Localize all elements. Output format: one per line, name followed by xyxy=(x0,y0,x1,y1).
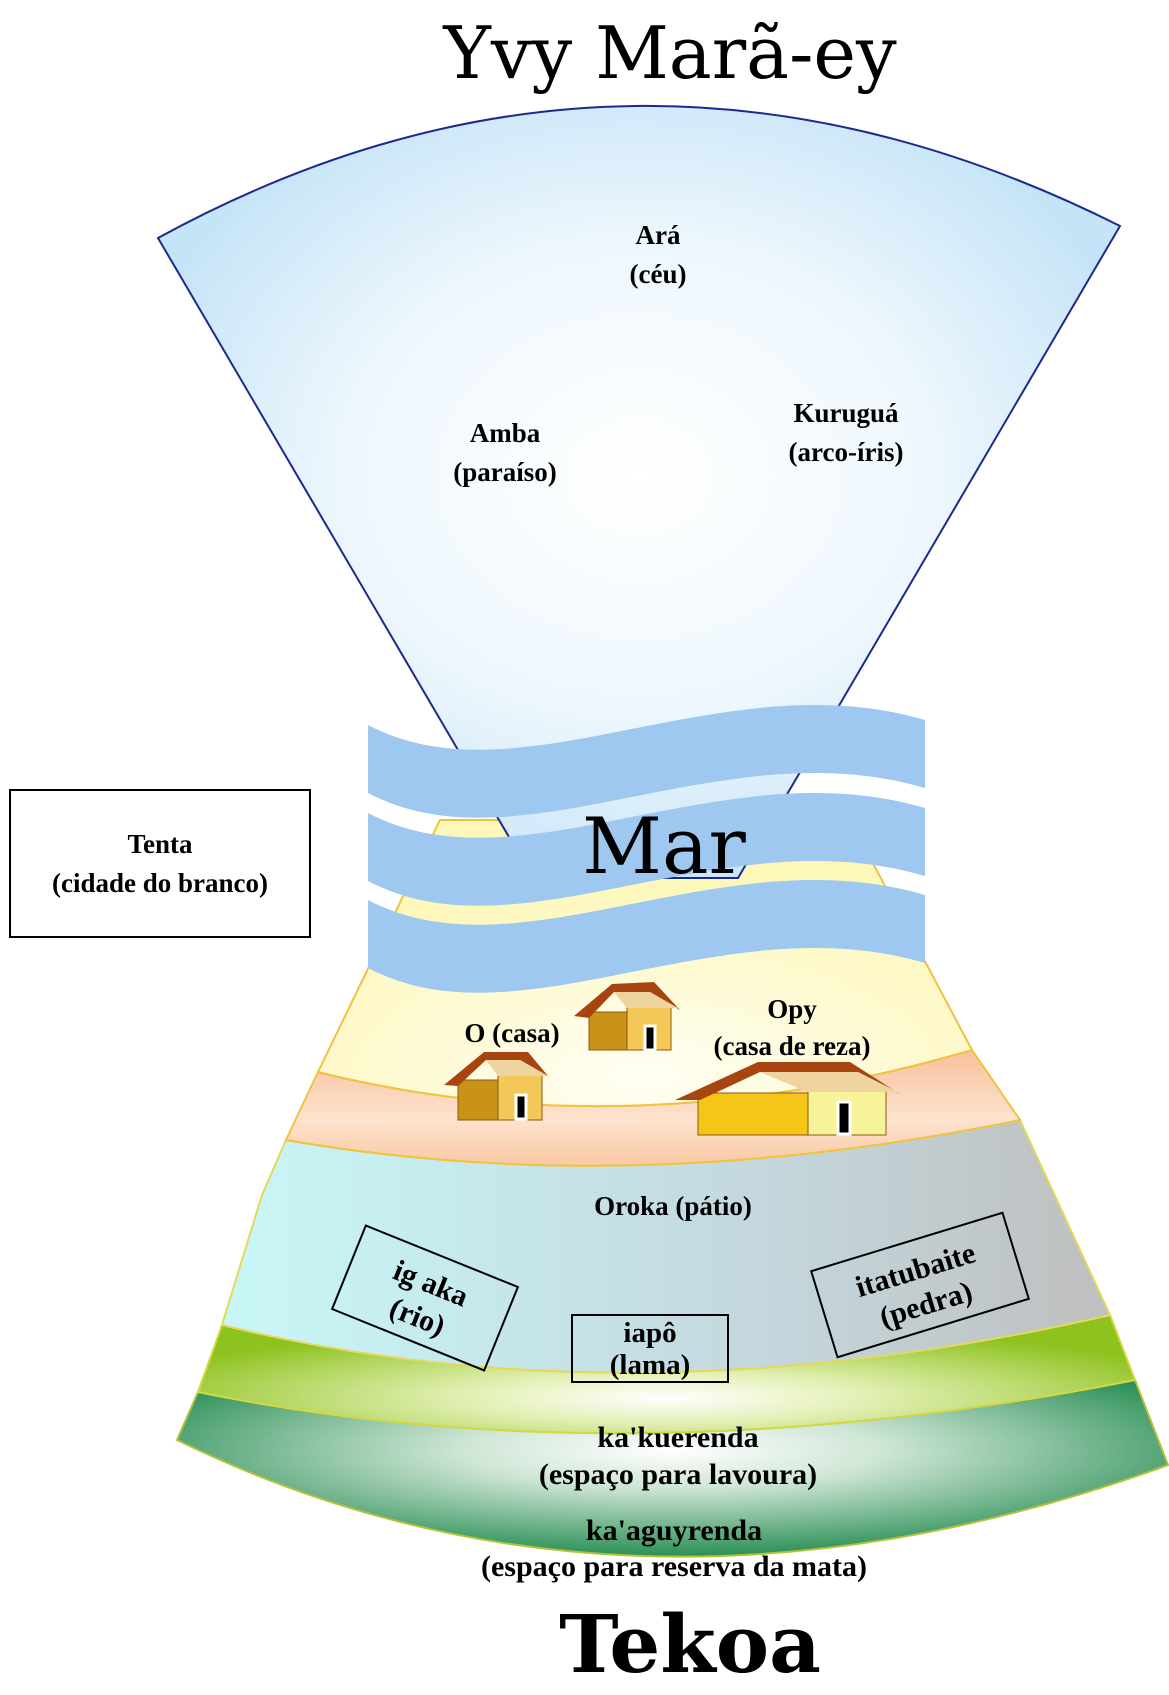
amba-label: Amba xyxy=(470,418,541,448)
pedra-label-box xyxy=(809,1211,1031,1359)
house-icon xyxy=(574,982,680,1052)
lama-sublabel: (lama) xyxy=(610,1349,691,1381)
opy-house-icon xyxy=(675,1062,900,1136)
mata-sublabel: (espaço para reserva da mata) xyxy=(481,1550,867,1583)
lama-label-box xyxy=(571,1314,729,1383)
wave-1 xyxy=(368,705,925,818)
kurugua-label: Kuruguá xyxy=(793,398,899,428)
opy-label: Opy xyxy=(767,994,817,1024)
wave-3 xyxy=(368,880,925,993)
sky-fan xyxy=(156,104,1122,879)
mata-label: ka'aguyrenda xyxy=(586,1514,762,1547)
tenta-label: Tenta xyxy=(127,829,193,859)
ara-label: Ará xyxy=(636,220,681,250)
title-top: Yvy Marã-ey xyxy=(442,11,897,95)
sea-waves xyxy=(368,705,925,993)
lama-label: iapô xyxy=(623,1317,676,1349)
tenta-box xyxy=(9,789,311,938)
oroka-label: Oroka (pátio) xyxy=(594,1191,752,1221)
title-bottom: Tekoa xyxy=(559,1597,821,1691)
lavoura-sublabel: (espaço para lavoura) xyxy=(539,1458,817,1491)
sea-label: Mar xyxy=(582,802,746,892)
ara-sublabel: (céu) xyxy=(630,259,687,289)
tenta-sublabel: (cidade do branco) xyxy=(52,868,268,898)
opy-sublabel: (casa de reza) xyxy=(714,1031,871,1061)
kurugua-sublabel: (arco-íris) xyxy=(789,437,904,467)
lavoura-label: ka'kuerenda xyxy=(597,1421,758,1454)
house-icon xyxy=(444,1052,548,1121)
wave-2 xyxy=(368,793,925,906)
house-label: O (casa) xyxy=(464,1018,559,1048)
rio-label-box xyxy=(330,1224,520,1372)
amba-sublabel: (paraíso) xyxy=(453,457,557,487)
